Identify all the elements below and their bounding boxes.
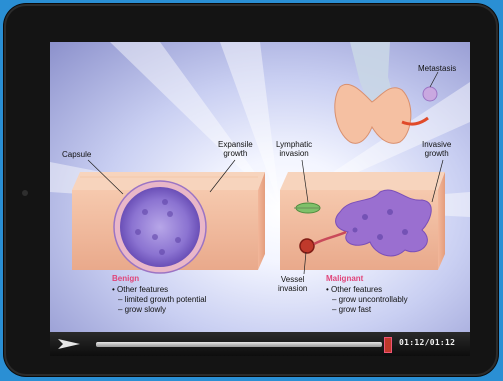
video-frame: Capsule Expansile growth Lymphatic invas… <box>50 42 470 332</box>
invasive-growth-label: Invasive growth <box>422 140 451 158</box>
benign-features: • Other features – limited growth potent… <box>112 285 207 315</box>
malignant-features: • Other features – grow uncontrollably –… <box>326 285 408 315</box>
progress-bar[interactable] <box>96 342 382 347</box>
lymphatic-invasion-label: Lymphatic invasion <box>276 140 312 158</box>
vessel-invasion-label: Vessel invasion <box>278 275 307 293</box>
camera-icon <box>22 190 28 196</box>
player-controls: 01:12/01:12 <box>50 332 470 356</box>
progress-fill <box>96 342 382 347</box>
benign-tissue <box>72 172 265 273</box>
capsule-label: Capsule <box>62 150 91 159</box>
malignant-heading: Malignant <box>326 274 363 283</box>
metastasis-label: Metastasis <box>418 64 456 73</box>
time-readout: 01:12/01:12 <box>399 338 455 347</box>
benign-heading: Benign <box>112 274 139 283</box>
video-screen[interactable]: Capsule Expansile growth Lymphatic invas… <box>50 42 470 356</box>
malignant-tissue <box>280 172 445 270</box>
tablet-frame: Capsule Expansile growth Lymphatic invas… <box>4 4 498 376</box>
play-icon[interactable] <box>56 337 84 351</box>
volume-icon[interactable] <box>384 337 392 353</box>
expansile-growth-label: Expansile growth <box>218 140 253 158</box>
